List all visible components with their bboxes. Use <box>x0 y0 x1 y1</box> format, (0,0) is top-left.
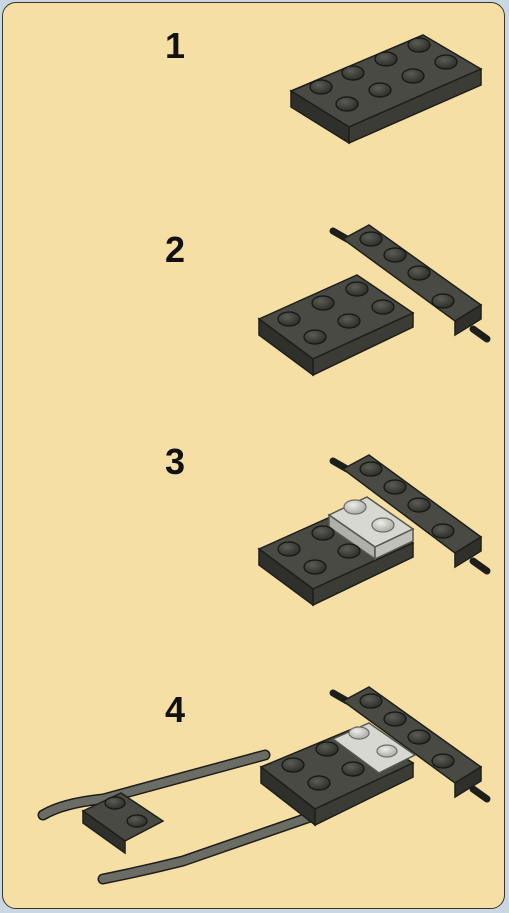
step-2-assembly <box>259 225 487 375</box>
step-4-assembly <box>43 687 487 879</box>
step-3-assembly <box>259 455 487 605</box>
step-1-plate <box>291 35 481 143</box>
build-illustrations <box>3 3 505 909</box>
